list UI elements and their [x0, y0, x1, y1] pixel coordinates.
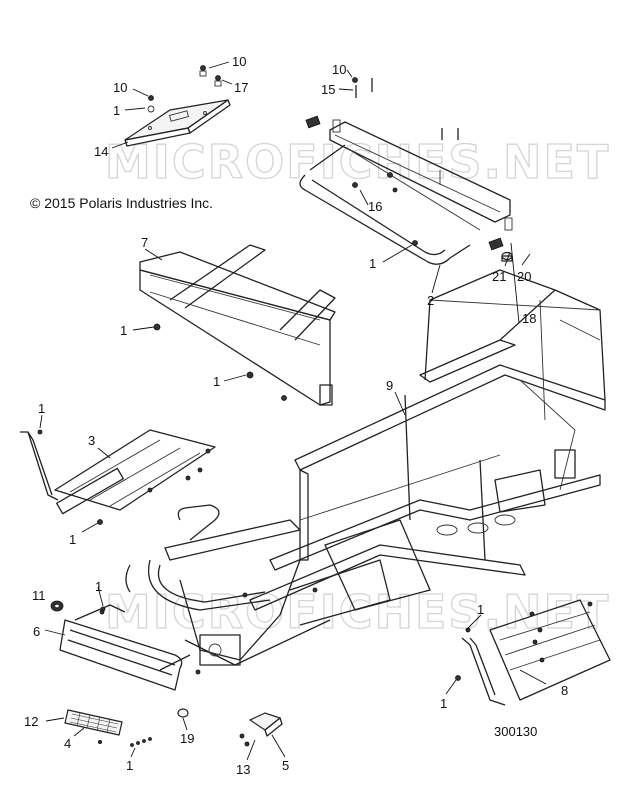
part-3-left-support: [20, 429, 216, 525]
part-11-grommet: [50, 600, 64, 612]
callout-18: 18: [522, 311, 536, 326]
callout-5: 5: [282, 758, 289, 773]
callout-1: 1: [69, 532, 76, 547]
part-7-cross-member: [139, 244, 336, 406]
callout-9: 9: [386, 378, 393, 393]
fasteners-top-left: [147, 65, 222, 113]
callout-11: 11: [32, 588, 46, 603]
callout-2: 2: [427, 293, 434, 308]
callout-7: 7: [141, 235, 148, 250]
callout-3: 3: [88, 433, 95, 448]
part-8-right-support: [455, 599, 611, 706]
callout-13: 13: [236, 762, 250, 777]
callout-1: 1: [440, 696, 447, 711]
leader-lines: [39, 61, 547, 761]
part-14-plate: [124, 99, 231, 147]
part-9-main-frame: [249, 269, 606, 611]
callout-20: 20: [517, 269, 531, 284]
callout-16: 16: [368, 199, 382, 214]
front-frame-section: [125, 504, 391, 666]
callout-1: 1: [113, 103, 120, 118]
callout-15: 15: [321, 82, 335, 97]
callout-10: 10: [332, 62, 346, 77]
bottom-fasteners: [100, 606, 152, 747]
part-6-bumper: [59, 604, 201, 691]
callout-12: 12: [24, 714, 38, 729]
callout-4: 4: [64, 736, 71, 751]
part-4-grille: [64, 709, 123, 745]
part-19-cap: [177, 708, 189, 718]
watermark-bottom: MICROFICHES.NET: [105, 585, 610, 639]
callout-19: 19: [180, 731, 194, 746]
part-2-seat-frame: [299, 115, 513, 265]
copyright-text: © 2015 Polaris Industries Inc.: [30, 195, 213, 211]
callout-labels: 10 17 10 1 14 10 15 16 1 2 21 20 7 1 18 …: [24, 54, 568, 777]
callout-14: 14: [94, 144, 108, 159]
part-5-bracket: [239, 712, 283, 747]
bolts-top-right: [352, 77, 459, 140]
callout-1: 1: [126, 758, 133, 773]
callout-8: 8: [561, 683, 568, 698]
watermark-top: MICROFICHES.NET: [105, 135, 610, 189]
callout-10: 10: [232, 54, 246, 69]
callout-1: 1: [95, 579, 102, 594]
callout-1: 1: [38, 401, 45, 416]
callout-1: 1: [213, 374, 220, 389]
drawing-number: 300130: [494, 724, 537, 739]
callout-6: 6: [33, 624, 40, 639]
callout-1: 1: [369, 256, 376, 271]
callout-17: 17: [234, 80, 248, 95]
callout-21: 21: [492, 269, 506, 284]
callout-1: 1: [120, 323, 127, 338]
callout-10: 10: [113, 80, 127, 95]
callout-1: 1: [477, 602, 484, 617]
